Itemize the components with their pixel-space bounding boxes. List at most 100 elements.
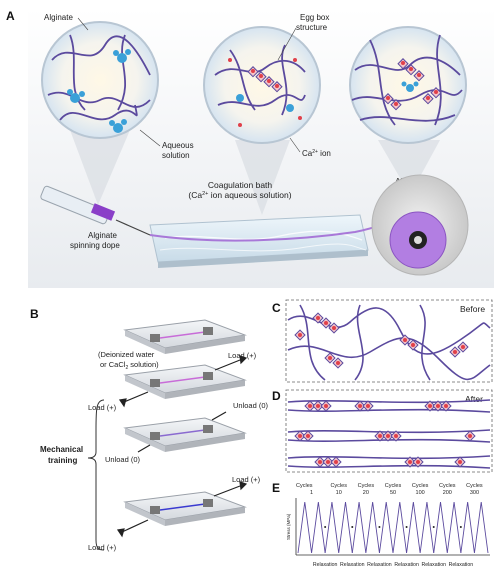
relaxation-dot bbox=[459, 526, 462, 528]
egg-box-unit bbox=[294, 430, 306, 442]
egg-box-unit bbox=[302, 430, 314, 442]
egg-box-label-1: Egg box bbox=[300, 13, 329, 22]
dope-label-2: spinning dope bbox=[70, 241, 120, 250]
cycle-value: 300 bbox=[470, 490, 479, 496]
relaxation-label: Relaxation bbox=[449, 562, 474, 568]
load-plus-label-1: Load (+) bbox=[228, 351, 257, 360]
alginate-label: Alginate bbox=[44, 13, 73, 22]
egg-box-unit bbox=[432, 400, 444, 412]
panel-d-letter: D bbox=[272, 389, 281, 403]
relaxation-label: Relaxation bbox=[421, 562, 446, 568]
cycle-wave bbox=[460, 501, 489, 554]
cycle-value: 200 bbox=[443, 490, 452, 496]
cycle-value: 100 bbox=[416, 490, 425, 496]
cycle-header: Cycles bbox=[439, 483, 456, 489]
egg-box-unit bbox=[320, 400, 332, 412]
ahif-structure-circle bbox=[349, 26, 467, 195]
cycle-header: Cycles bbox=[358, 483, 375, 489]
cyclic-chart: Stress (MPa) Cycles 1Cycles10Cycles20Cyc… bbox=[286, 483, 490, 568]
training-brace bbox=[87, 399, 105, 551]
egg-box-unit bbox=[362, 400, 374, 412]
panel-b-letter: B bbox=[30, 307, 39, 321]
egg-box-unit bbox=[320, 317, 332, 329]
panel-e-letter: E bbox=[272, 481, 280, 495]
egg-box-unit bbox=[332, 357, 344, 369]
relaxation-dot bbox=[432, 526, 435, 528]
egg-box-unit bbox=[382, 430, 394, 442]
relaxation-dot bbox=[351, 526, 354, 528]
relaxation-label: Relaxation bbox=[394, 562, 419, 568]
load-plus-label-2: Load (+) bbox=[88, 403, 117, 412]
egg-box-unit bbox=[374, 430, 386, 442]
panel-c-letter: C bbox=[272, 301, 281, 315]
egg-box-unit bbox=[457, 341, 469, 353]
tray-1 bbox=[123, 319, 247, 354]
aqueous-leader bbox=[139, 129, 161, 147]
relaxation-label: Relaxation bbox=[313, 562, 338, 568]
tray-2 bbox=[123, 364, 247, 399]
egg-box-unit bbox=[454, 456, 466, 468]
cycle-header: Cycles bbox=[412, 483, 429, 489]
bath-label-2: (Ca2+ ion aqueous solution) bbox=[188, 190, 291, 200]
cycle-value: 50 bbox=[390, 490, 396, 496]
cycle-wave bbox=[351, 501, 380, 554]
mech-label-2: training bbox=[48, 456, 77, 465]
load-plus-label-3: Load (+) bbox=[232, 475, 261, 484]
alginate-solution-circle bbox=[41, 21, 159, 205]
egg-box-unit bbox=[424, 400, 436, 412]
egg-box-unit bbox=[314, 456, 326, 468]
cycle-value: 10 bbox=[336, 490, 342, 496]
egg-box-unit bbox=[412, 456, 424, 468]
after-label: After bbox=[465, 394, 483, 404]
egg-box-unit bbox=[294, 329, 306, 341]
aqueous-label-1: Aqueous bbox=[162, 141, 194, 150]
cycle-header: Cycles bbox=[466, 483, 483, 489]
egg-box-unit bbox=[324, 352, 336, 364]
egg-box-unit bbox=[304, 400, 316, 412]
bath-label-1: Coagulation bath bbox=[208, 180, 273, 190]
egg-box-unit bbox=[407, 339, 419, 351]
unload-label-1: Unload (0) bbox=[233, 401, 269, 410]
cycle-wave bbox=[297, 501, 326, 554]
tray-3 bbox=[123, 417, 247, 452]
egg-box-unit bbox=[440, 400, 452, 412]
cycle-wave bbox=[378, 501, 408, 554]
tray-4 bbox=[123, 491, 247, 526]
medium-label-1: (Deionized water bbox=[98, 350, 155, 359]
cycle-wave bbox=[324, 501, 353, 554]
cycle-value: 1 bbox=[310, 490, 313, 496]
relaxation-dot bbox=[324, 526, 327, 528]
cycles-label: Cycles bbox=[296, 483, 313, 489]
relaxation-label: Relaxation bbox=[340, 562, 365, 568]
egg-box-unit bbox=[354, 400, 366, 412]
egg-box-unit bbox=[399, 334, 411, 346]
egg-box-circle bbox=[203, 26, 321, 215]
egg-box-unit bbox=[312, 312, 324, 324]
egg-box-unit bbox=[464, 430, 476, 442]
alginate-leader bbox=[77, 17, 89, 31]
relaxation-label: Relaxation bbox=[367, 562, 392, 568]
panel-a-letter: A bbox=[6, 9, 15, 23]
relaxation-dot bbox=[378, 526, 381, 528]
e-ylabel: Stress (MPa) bbox=[286, 513, 291, 540]
ca-ion-leader bbox=[289, 137, 301, 153]
cycle-value: 20 bbox=[363, 490, 369, 496]
cycle-header: Cycles bbox=[330, 483, 347, 489]
dope-label-1: Alginate bbox=[88, 231, 117, 240]
egg-box-unit bbox=[312, 400, 324, 412]
egg-box-unit bbox=[449, 346, 461, 358]
cycle-header: Cycles bbox=[385, 483, 402, 489]
egg-box-unit bbox=[322, 456, 334, 468]
load-plus-label-4: Load (+) bbox=[88, 543, 117, 552]
aqueous-label-2: solution bbox=[162, 151, 190, 160]
spinning-syringe bbox=[40, 185, 151, 236]
load-arrows bbox=[116, 355, 248, 538]
medium-label-2: or CaCl2 solution) bbox=[100, 360, 159, 371]
egg-box-unit bbox=[404, 456, 416, 468]
egg-box-unit bbox=[328, 322, 340, 334]
ca-ion-label: Ca2+ ion bbox=[302, 149, 331, 158]
after-egg-boxes bbox=[294, 400, 476, 468]
cycle-wave bbox=[406, 501, 435, 554]
egg-box-unit bbox=[330, 456, 342, 468]
